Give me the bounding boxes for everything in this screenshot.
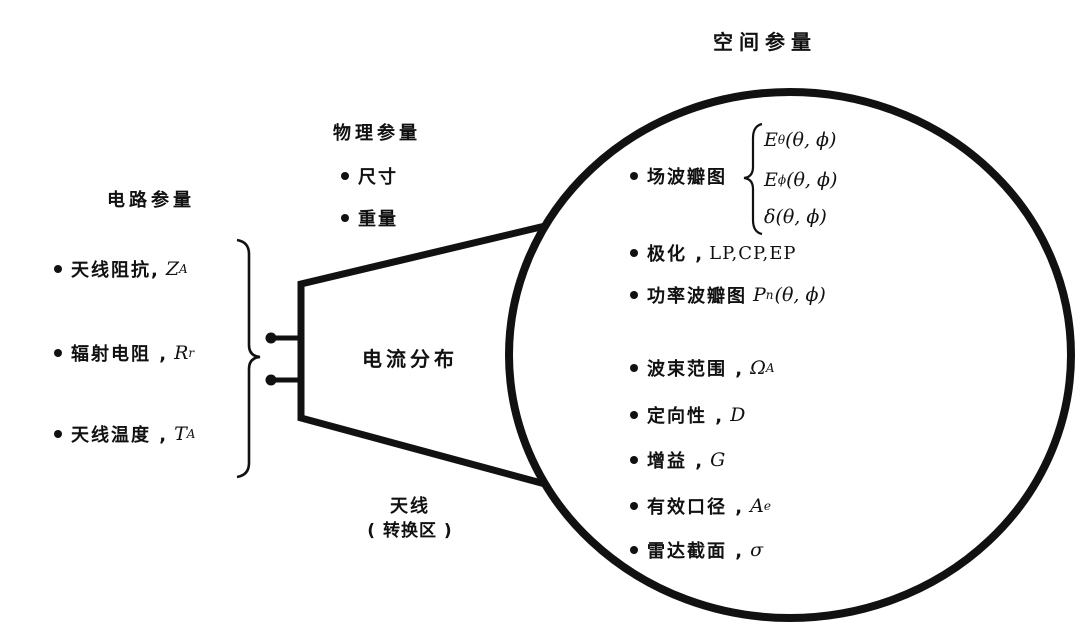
math-subscript: n (765, 288, 774, 302)
space-item-gain: 增益 , G (630, 447, 725, 473)
item-label: 雷达截面 , (647, 541, 745, 562)
item-label: 辐射电阻 , (71, 344, 169, 365)
math-tail: (θ, ϕ) (775, 206, 827, 228)
item-label: 功率波瓣图 (647, 286, 747, 307)
math-subscript: A (179, 262, 188, 276)
math-variable: T (174, 423, 187, 445)
math-tail: LP,CP,EP (709, 242, 797, 264)
physical-item-weight: 重量 (341, 205, 398, 231)
math-variable: P (753, 284, 766, 306)
math-subscript: θ (777, 133, 786, 147)
bullet-icon (54, 430, 62, 438)
item-label: 波束范围 , (647, 359, 745, 380)
bullet-icon (630, 291, 638, 299)
math-variable: A (750, 495, 764, 517)
space-item-radar-cross-section: 雷达截面 , σ (630, 537, 763, 563)
bullet-icon (630, 172, 638, 180)
item-label: 尺寸 (358, 167, 398, 188)
space-item-polarization: 极化 , LP,CP,EP (630, 240, 796, 266)
bullet-icon (630, 411, 638, 419)
bullet-icon (341, 172, 349, 180)
math-variable: R (174, 342, 189, 364)
item-label: 有效口径 , (647, 497, 745, 518)
item-label: 极化 , (647, 244, 705, 265)
bullet-icon (630, 502, 638, 510)
sphere-outline (505, 88, 1075, 622)
physical-item-size: 尺寸 (341, 163, 398, 189)
item-label: 天线温度 , (71, 425, 169, 446)
math-subscript: ϕ (777, 173, 787, 187)
math-variable: D (730, 404, 746, 426)
current-distribution-label: 电流分布 (362, 347, 458, 371)
space-item-field-pattern: 场波瓣图 (630, 163, 727, 189)
math-tail: (θ, ϕ) (774, 284, 826, 306)
bullet-icon (54, 265, 62, 273)
math-variable: G (710, 449, 726, 471)
math-variable: E (764, 169, 778, 191)
physical-parameters-heading: 物理参量 (333, 123, 421, 144)
bullet-icon (630, 546, 638, 554)
space-item-directivity: 定向性 , D (630, 402, 745, 428)
bullet-icon (630, 456, 638, 464)
horn-shape (297, 222, 546, 488)
item-label: 重量 (358, 209, 398, 230)
field-pattern-formula-delta: δ(θ, ϕ) (764, 204, 827, 230)
math-subscript: r (188, 346, 195, 360)
item-label: 增益 , (647, 451, 705, 472)
feed-terminal-dot-top (265, 332, 277, 344)
feed-terminal-dot-bottom (265, 374, 277, 386)
math-subscript: A (186, 427, 196, 441)
math-variable: δ (764, 206, 776, 228)
item-label: 场波瓣图 (647, 167, 727, 188)
circuit-parameters-heading: 电路参量 (107, 190, 195, 211)
bullet-icon (341, 214, 349, 222)
math-variable: Z (165, 258, 180, 280)
field-pattern-brace (743, 122, 763, 236)
antenna-label: 天线 (390, 496, 430, 517)
bullet-icon (54, 349, 62, 357)
math-variable: E (764, 129, 778, 151)
item-label: 天线阻抗, (71, 260, 160, 281)
circuit-brace (236, 238, 261, 479)
bullet-icon (630, 249, 638, 257)
item-label: 定向性 , (647, 406, 725, 427)
math-subscript: A (765, 361, 775, 375)
transition-region-label: ( 转换区 ) (367, 521, 453, 541)
math-tail: (θ, ϕ) (785, 129, 837, 151)
math-variable: σ (750, 539, 764, 561)
space-parameters-title: 空间参量 (713, 30, 817, 54)
bullet-icon (630, 364, 638, 372)
math-tail: (θ, ϕ) (786, 169, 838, 191)
math-subscript: e (763, 499, 771, 513)
math-variable: Ω (750, 357, 766, 379)
